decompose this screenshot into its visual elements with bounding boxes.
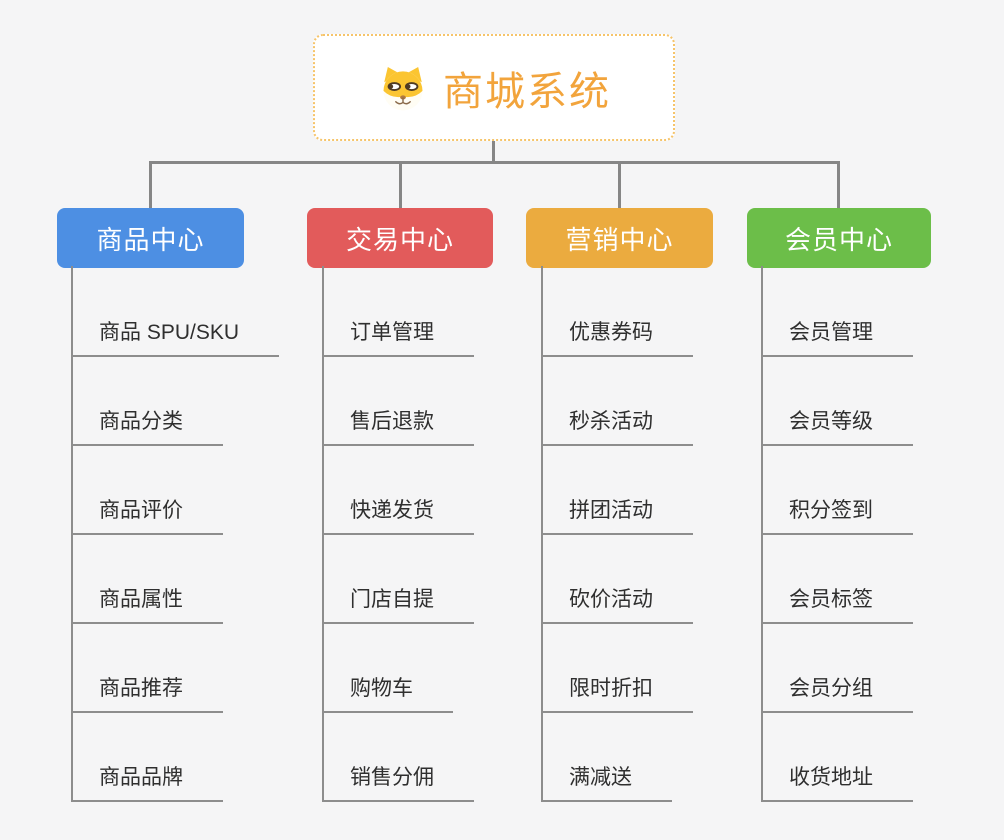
- leaf-node[interactable]: 会员管理: [761, 319, 913, 357]
- branch-label: 交易中心: [345, 224, 454, 255]
- leaf-node[interactable]: 满减送: [541, 764, 672, 802]
- leaf-node[interactable]: 秒杀活动: [541, 408, 693, 446]
- connector-drop-product: [149, 161, 152, 208]
- leaf-node[interactable]: 快递发货: [322, 497, 474, 535]
- connector-drop-trade: [399, 161, 402, 208]
- leaf-node[interactable]: 优惠券码: [541, 319, 693, 357]
- leaf-node[interactable]: 积分签到: [761, 497, 913, 535]
- leaf-node[interactable]: 购物车: [322, 675, 453, 713]
- leaf-node[interactable]: 限时折扣: [541, 675, 693, 713]
- leaf-node[interactable]: 商品 SPU/SKU: [71, 319, 280, 357]
- branch-label: 商品中心: [96, 224, 205, 255]
- connector-horizontal-bar: [149, 161, 840, 164]
- leaf-node[interactable]: 收货地址: [761, 764, 913, 802]
- leaf-node[interactable]: 商品推荐: [71, 675, 223, 713]
- leaf-node[interactable]: 会员标签: [761, 586, 913, 624]
- leaf-node[interactable]: 订单管理: [322, 319, 474, 357]
- leaf-node[interactable]: 商品评价: [71, 497, 223, 535]
- leaf-node[interactable]: 砍价活动: [541, 586, 693, 624]
- root-node-mall-system[interactable]: 商城系统: [313, 34, 675, 141]
- branch-node-marketing-center[interactable]: 营销中心: [526, 208, 713, 268]
- connector-stem: [492, 141, 495, 163]
- leaf-node[interactable]: 商品品牌: [71, 764, 223, 802]
- leaf-node[interactable]: 售后退款: [322, 408, 474, 446]
- connector-drop-marketing: [618, 161, 621, 208]
- leaf-node[interactable]: 销售分佣: [322, 764, 474, 802]
- branch-node-trade-center[interactable]: 交易中心: [307, 208, 493, 268]
- branch-label: 会员中心: [784, 224, 893, 255]
- connector-drop-member: [837, 161, 840, 208]
- leaf-node[interactable]: 会员分组: [761, 675, 913, 713]
- leaf-node[interactable]: 商品属性: [71, 586, 223, 624]
- branch-node-member-center[interactable]: 会员中心: [747, 208, 931, 268]
- leaf-node[interactable]: 拼团活动: [541, 497, 693, 535]
- root-node-label: 商城系统: [443, 69, 611, 114]
- branch-label: 营销中心: [565, 224, 674, 255]
- branch-node-product-center[interactable]: 商品中心: [57, 208, 244, 268]
- leaf-node[interactable]: 门店自提: [322, 586, 474, 624]
- leaf-node[interactable]: 会员等级: [761, 408, 913, 446]
- leaf-node[interactable]: 商品分类: [71, 408, 223, 446]
- dog-icon: [383, 66, 423, 110]
